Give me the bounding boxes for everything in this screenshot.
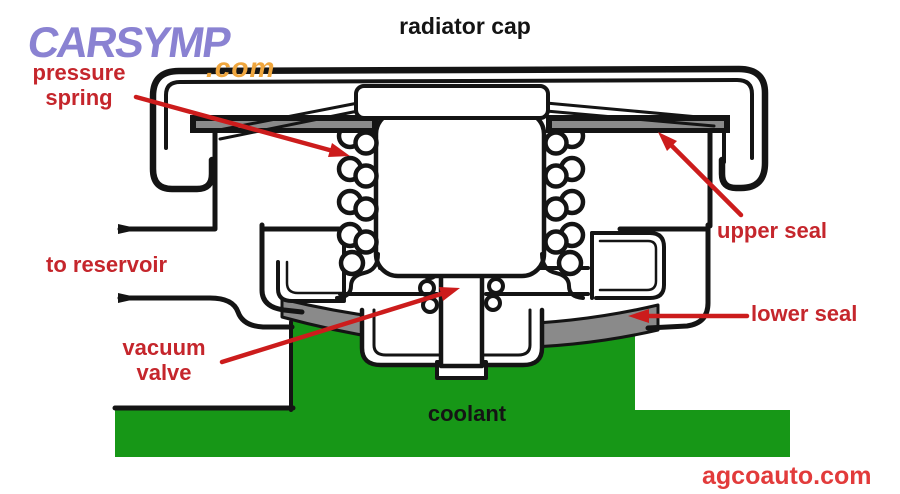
- callout-arrows: [133, 94, 750, 365]
- lower-seal-arrow: [628, 309, 750, 323]
- pressure-spring-arrow: [133, 94, 350, 157]
- body-skirt-right: [540, 252, 585, 300]
- upper-seal-arrow: [658, 132, 744, 218]
- bowl-right-wall: [645, 222, 711, 331]
- label-upper-seal: upper seal: [717, 218, 828, 243]
- plate-center-channel: [354, 84, 550, 120]
- label-coolant: coolant: [427, 401, 507, 426]
- logo-com-suffix: .com: [206, 52, 276, 83]
- reservoir-pipe: [117, 224, 295, 330]
- shell-outer: [149, 65, 769, 193]
- label-lower-seal: lower seal: [751, 301, 858, 326]
- carsymp-logo: CARSYMP: [25, 19, 233, 67]
- watermark-agcoauto: agcoauto.com: [702, 462, 872, 490]
- bowl-left-wall: [259, 222, 305, 315]
- shell-inner: [164, 78, 754, 160]
- body-skirt-left: [335, 252, 380, 300]
- vacuum-valve-arrow: [219, 287, 460, 365]
- label-to-reservoir: to reservoir: [46, 252, 168, 277]
- spring-cage-body: [373, 109, 547, 279]
- diagram-title: radiator cap: [399, 13, 531, 39]
- cap-shell: [149, 65, 769, 231]
- label-pressure-spring: pressure spring: [32, 60, 126, 110]
- label-vacuum-valve: vacuum valve: [122, 335, 206, 385]
